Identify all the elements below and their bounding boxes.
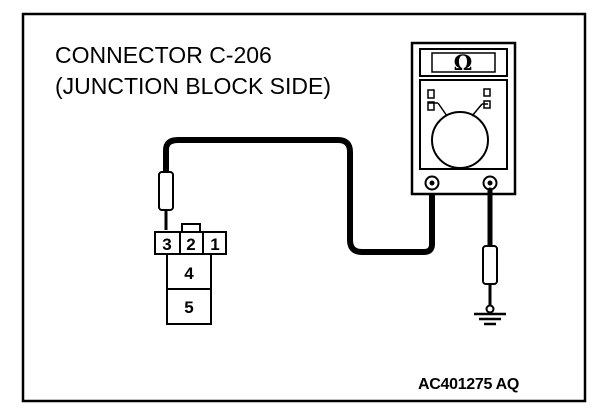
probe-ground — [482, 245, 498, 306]
connector-c206: 3 2 1 4 5 — [154, 223, 227, 325]
meter-display — [431, 52, 496, 73]
figure-id: AC401275 AQ — [418, 376, 520, 393]
pin-4: 4 — [184, 264, 194, 283]
ohmmeter: Ω — [410, 41, 517, 196]
pin-3: 3 — [162, 235, 171, 254]
pin-5: 5 — [184, 298, 193, 317]
ground-icon — [474, 304, 506, 326]
figure-border — [21, 12, 587, 403]
test-lead-wire — [163, 137, 435, 255]
connector-subtitle: (JUNCTION BLOCK SIDE) — [55, 73, 332, 99]
pin-2: 2 — [186, 235, 195, 254]
meter-button — [427, 89, 435, 99]
ohm-symbol: Ω — [454, 50, 473, 75]
meter-button — [483, 88, 491, 97]
probe-connector — [158, 171, 174, 230]
meter-button — [427, 101, 435, 111]
connector-title: CONNECTOR C-206 — [55, 42, 272, 68]
pin-1: 1 — [210, 235, 219, 254]
selector-dial — [431, 111, 489, 169]
